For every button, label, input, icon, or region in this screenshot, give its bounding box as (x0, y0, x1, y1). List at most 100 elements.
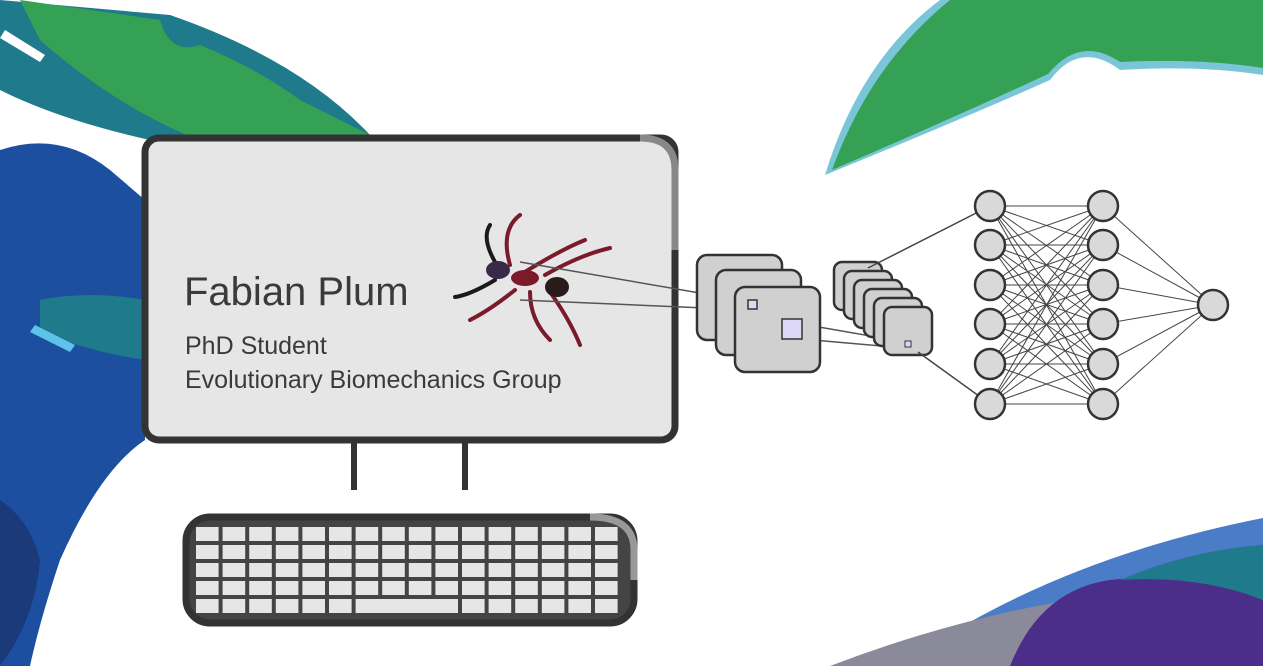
keyboard-key (382, 545, 405, 559)
keyboard-key (568, 527, 591, 541)
keyboard-key (595, 581, 618, 595)
keyboard-key (329, 545, 352, 559)
connection (989, 205, 1104, 325)
connection (1102, 304, 1214, 325)
keyboard-key (488, 563, 512, 577)
left-foliage (0, 0, 370, 666)
keyboard-key (595, 545, 618, 559)
keyboard-spacebar (355, 599, 458, 613)
keyboard-key (329, 563, 352, 577)
keyboard-key (355, 527, 379, 541)
keyboard-key (462, 581, 485, 595)
keyboard-key (408, 581, 432, 595)
keyboard-key (222, 527, 246, 541)
neuron-layer-1 (973, 189, 1007, 223)
keyboard-key (488, 599, 512, 613)
keyboard-key (329, 599, 352, 613)
keyboard-key (222, 599, 246, 613)
connection (989, 205, 1104, 286)
connection (1102, 304, 1214, 365)
keyboard-key (355, 563, 379, 577)
keyboard-key (249, 581, 272, 595)
kernel-window (747, 299, 758, 310)
leaf-dark-navy (0, 500, 40, 666)
keyboard-key (275, 599, 299, 613)
top-right-leaf (825, 0, 1263, 175)
keyboard-key (302, 563, 325, 577)
keyboard (182, 513, 638, 627)
keyboard-key (408, 545, 432, 559)
keyboard-key (196, 545, 219, 559)
keyboard-key (541, 581, 565, 595)
keyboard-key (302, 581, 325, 595)
keyboard-key (568, 545, 591, 559)
keyboard-key (196, 581, 219, 595)
keyboard-key (275, 527, 299, 541)
kernel-window (781, 318, 803, 340)
connection (989, 205, 1104, 365)
connection (989, 205, 1104, 405)
keyboard-key (541, 545, 565, 559)
keyboard-key (488, 581, 512, 595)
bottom-right-foliage (830, 518, 1263, 666)
keyboard-key (329, 581, 352, 595)
neuron-layer-1 (973, 347, 1007, 381)
keyboard-key (275, 545, 299, 559)
person-group: Evolutionary Biomechanics Group (185, 366, 562, 394)
keyboard-key (196, 527, 219, 541)
keyboard-key (488, 527, 512, 541)
keyboard-key (408, 563, 432, 577)
keyboard-key (435, 563, 458, 577)
keyboard-key (515, 545, 538, 559)
connection (1102, 284, 1214, 306)
connection (989, 284, 1104, 405)
person-name: Fabian Plum (184, 270, 409, 314)
keyboard-highlight (589, 513, 638, 580)
keyboard-key (196, 599, 219, 613)
keyboard-key (462, 527, 485, 541)
keyboard-key (435, 581, 458, 595)
keyboard-key (222, 581, 246, 595)
keyboard-key (435, 545, 458, 559)
keyboard-key (329, 527, 352, 541)
keyboard-key (568, 581, 591, 595)
neuron-layer-2 (1086, 268, 1120, 302)
keyboard-key (462, 545, 485, 559)
keyboard-key (382, 527, 405, 541)
keyboard-key (568, 563, 591, 577)
neural-network (867, 189, 1230, 421)
neuron-layer-2 (1086, 387, 1120, 421)
keyboard-key (222, 545, 246, 559)
leaf-highlight (0, 30, 45, 62)
cnn-feature-maps (695, 253, 934, 374)
keyboard-key (302, 545, 325, 559)
keyboard-key (196, 563, 219, 577)
keyboard-key (275, 563, 299, 577)
keyboard-key (355, 581, 379, 595)
connection (1102, 304, 1214, 405)
keyboard-key (382, 581, 405, 595)
keyboard-key (462, 563, 485, 577)
ant-image (453, 213, 612, 347)
neuron-layer-1 (973, 307, 1007, 341)
neuron-layer-1 (973, 228, 1007, 262)
leaf-purple-bottom (1010, 577, 1263, 666)
leaf-teal-lower (40, 295, 145, 360)
neuron-layer-1 (973, 268, 1007, 302)
keyboard-key (568, 599, 591, 613)
keyboard-key (355, 545, 379, 559)
keyboard-key (302, 599, 325, 613)
keyboard-key (249, 563, 272, 577)
leaf-blue-stem (0, 143, 145, 666)
keyboard-key (595, 563, 618, 577)
keyboard-key (515, 599, 538, 613)
keyboard-key (515, 563, 538, 577)
output-neuron (1196, 288, 1230, 322)
keyboard-key (249, 599, 272, 613)
keyboard-key (302, 527, 325, 541)
monitor (141, 134, 679, 490)
keyboard-key (541, 563, 565, 577)
neuron-layer-2 (1086, 347, 1120, 381)
